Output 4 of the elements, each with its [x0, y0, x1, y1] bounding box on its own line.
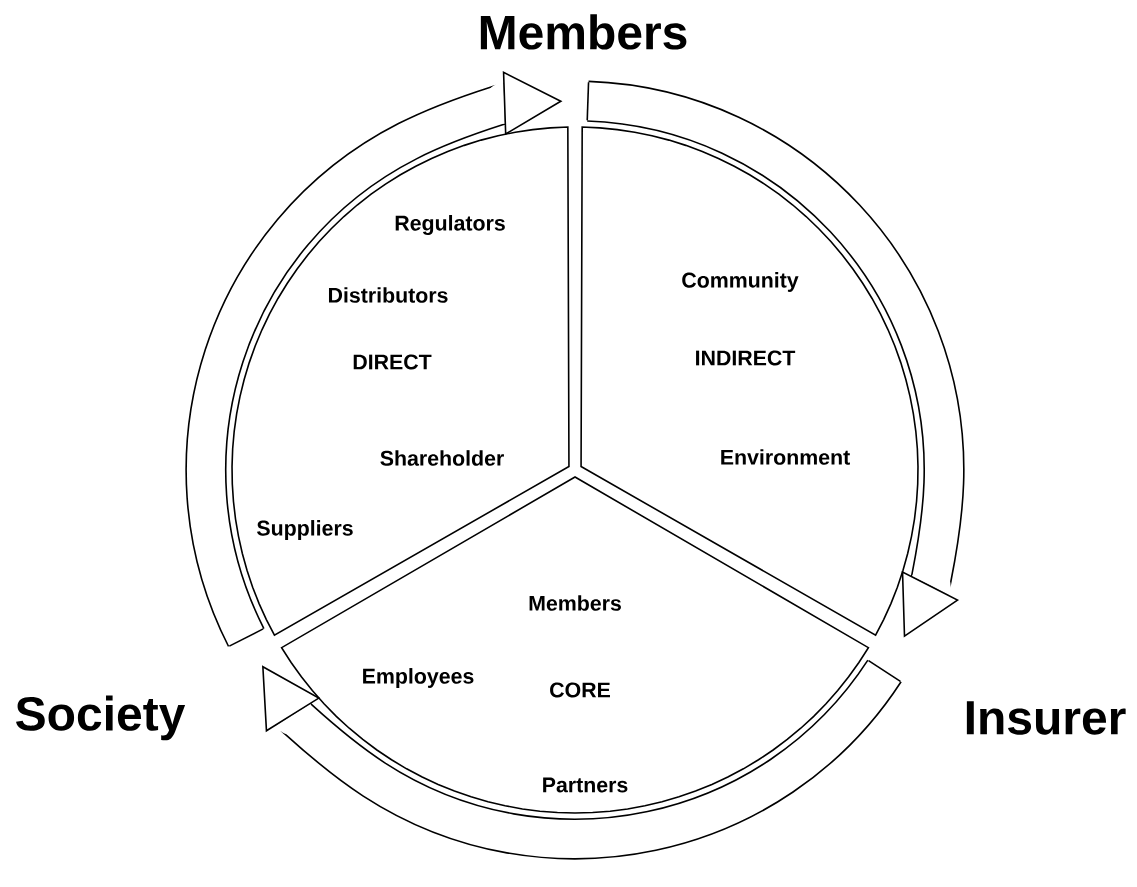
- title-label: Society: [16, 695, 186, 741]
- title-label: Members: [480, 14, 687, 50]
- curved-arrow: [262, 658, 902, 860]
- title-label: Insurer: [966, 701, 1126, 735]
